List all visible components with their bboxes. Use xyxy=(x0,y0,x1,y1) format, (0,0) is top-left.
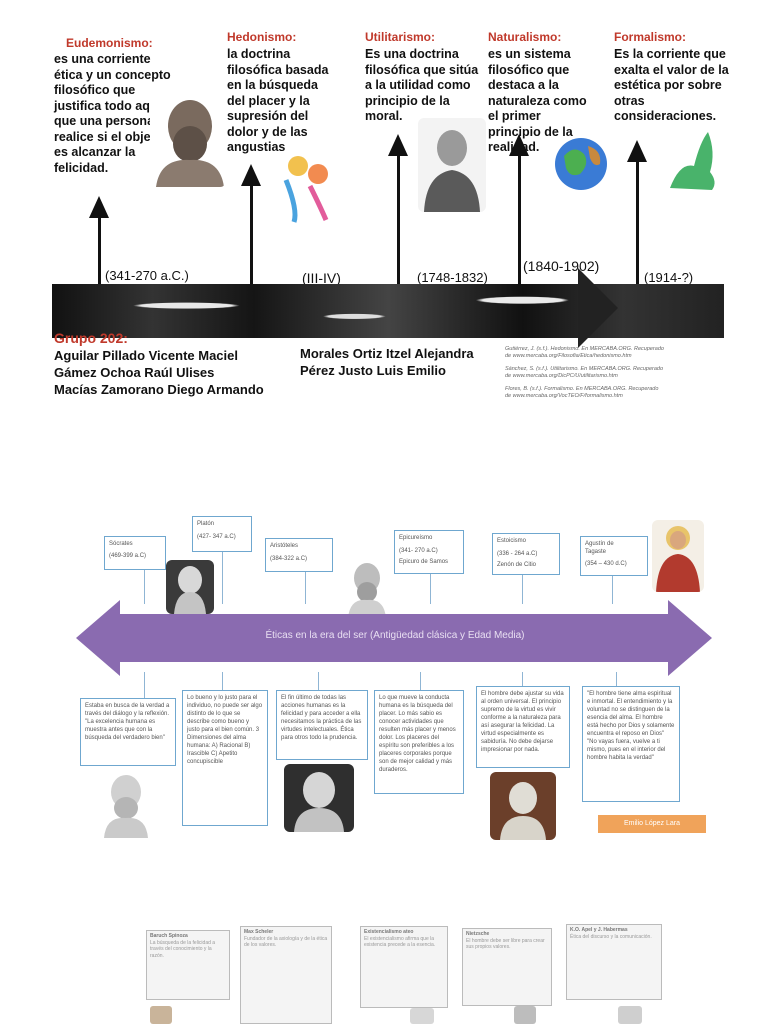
box-line: Estoicismo xyxy=(497,538,527,544)
date-label-1: (341-270 a.C.) xyxy=(105,268,189,283)
bottom-box-aristoteles: El fin último de todas las acciones huma… xyxy=(276,690,368,760)
bust-zenon-image xyxy=(490,772,556,840)
green-figure-image xyxy=(670,132,715,190)
faded-box-3: Existencialismo ateo El existencialismo … xyxy=(360,926,448,1008)
connector-line xyxy=(420,672,421,690)
faded-box-title: Baruch Spinoza xyxy=(150,933,188,939)
faded-portrait-image xyxy=(618,1006,642,1024)
box-line: Platón xyxy=(197,521,215,527)
timeline-band xyxy=(52,284,724,338)
connector-line xyxy=(522,575,523,604)
box-line: Epicureísmo xyxy=(399,535,433,541)
top-box-aristoteles: Aristóteles (384-322 a.C) xyxy=(265,538,333,572)
faded-box-1: Baruch Spinoza La búsqueda de la felicid… xyxy=(146,930,230,1000)
top-box-estoicismo: Estoicismo (336 - 264 a.C) Zenón de Citi… xyxy=(492,533,560,575)
bust-platon-image xyxy=(166,560,214,614)
faded-box-text: El hombre debe ser libre para crear sus … xyxy=(466,937,545,951)
faded-box-2: Max Scheler Fundador de la axiología y d… xyxy=(240,926,332,1024)
top-box-socrates: Sócrates (469-399 a.C) xyxy=(104,536,166,570)
bust-epicuro-image xyxy=(348,563,386,618)
top-box-platon: Platón (427- 347 a.C) xyxy=(192,516,252,552)
entry-text-eudemonismo: es una corriente ética y un concepto fil… xyxy=(54,52,180,175)
entry-text-naturalismo: es un sistema filosófico que destaca a l… xyxy=(488,47,587,154)
faded-box-title: Nietzsche xyxy=(466,931,490,937)
box-line: Sócrates xyxy=(109,541,133,547)
faded-box-5: K.O. Apel y J. Habermas Ética del discur… xyxy=(566,924,662,1000)
faded-portrait-image xyxy=(410,1008,434,1024)
box-line: (354 – 430 d.C) xyxy=(585,561,627,567)
members-left: Aguilar Pillado Vicente Maciel Gámez Och… xyxy=(54,347,264,398)
box-line: Epicuro de Samos xyxy=(399,559,449,565)
author-badge: Emilio López Lara xyxy=(598,815,706,833)
member-name: Macías Zamorano Diego Armando xyxy=(54,382,264,397)
date-label-3: (1748-1832) xyxy=(417,270,488,285)
connector-line xyxy=(144,672,145,698)
cartoon-figures-image xyxy=(283,156,329,223)
box-line: (427- 347 a.C) xyxy=(197,534,236,540)
entry-title-eudemonismo: Eudemonismo: xyxy=(66,36,153,50)
group-label: Grupo 202: xyxy=(54,330,128,346)
top-box-agustin: Agustín de Tagaste (354 – 430 d.C) xyxy=(580,536,648,576)
member-name: Morales Ortiz Itzel Alejandra xyxy=(300,346,474,361)
box-line: Aristóteles xyxy=(270,543,299,549)
connector-line xyxy=(612,576,613,604)
members-right: Morales Ortiz Itzel Alejandra Pérez Just… xyxy=(300,345,474,379)
faded-box-title: Max Scheler xyxy=(244,929,274,935)
entry-title-naturalismo: Naturalismo: xyxy=(488,30,562,44)
connector-line xyxy=(222,552,223,604)
box-line: (469-399 a.C) xyxy=(109,553,147,559)
reference-item: Flores, B. (s.f.). Formalismo. En MERCAB… xyxy=(505,386,659,399)
member-name: Pérez Justo Luis Emilio xyxy=(300,363,446,378)
reference-item: Sánchez, S. (s.f.). Utilitarismo. En MER… xyxy=(505,366,664,379)
faded-portrait-image xyxy=(150,1006,172,1024)
bottom-box-estoicismo: El hombre debe ajustar su vida al orden … xyxy=(476,686,570,768)
reference-item: Gutiérrez, J. (s.f.). Hedonismo. En MERC… xyxy=(505,346,664,359)
connector-line xyxy=(318,672,319,690)
connector-line xyxy=(616,672,617,686)
box-line: (341- 270 a.C) xyxy=(399,548,438,554)
connector-line xyxy=(522,672,523,686)
entry-title-hedonismo: Hedonismo: xyxy=(227,30,297,44)
entry-title-utilitarismo: Utilitarismo: xyxy=(365,30,436,44)
bust-socrates-image xyxy=(104,775,148,838)
faded-box-text: El existencialismo afirma que la existen… xyxy=(364,935,436,949)
bottom-box-platon: Lo bueno y lo justo para el individuo, n… xyxy=(182,690,268,826)
references: Gutiérrez, J. (s.f.). Hedonismo. En MERC… xyxy=(505,346,665,400)
bottom-box-socrates: Estaba en busca de la verdad a través de… xyxy=(80,698,176,766)
entry-text-utilitarismo: Es una doctrina filosófica que sitúa a l… xyxy=(365,47,479,123)
top-box-epicureismo: Epicureísmo (341- 270 a.C) Epicuro de Sa… xyxy=(394,530,464,574)
entry-title-formalismo: Formalismo: xyxy=(614,30,687,44)
connector-line xyxy=(144,570,145,604)
connector-line xyxy=(305,572,306,604)
faded-box-text: Fundador de la axiología y de la ética d… xyxy=(244,935,328,949)
era-label: Éticas en la era del ser (Antigüedad clá… xyxy=(265,630,525,641)
timeline-band-arrowhead xyxy=(578,268,618,348)
earth-globe-image xyxy=(555,138,607,190)
box-line: (384-322 a.C) xyxy=(270,556,308,562)
box-line: Zenón de Citio xyxy=(497,562,537,568)
era-double-arrow xyxy=(76,600,712,676)
member-name: Gámez Ochoa Raúl Ulises xyxy=(54,365,215,380)
faded-box-text: Ética del discurso y la comunicación. xyxy=(570,933,652,940)
date-label-2: (III-IV) xyxy=(302,270,341,286)
faded-box-text: La búsqueda de la felicidad a través del… xyxy=(150,939,216,959)
saint-agustin-image xyxy=(652,520,704,592)
faded-box-title: K.O. Apel y J. Habermas xyxy=(570,927,628,933)
bust-portrait-image xyxy=(150,92,226,187)
bottom-box-agustin: "El hombre tiene alma espiritual e inmor… xyxy=(582,686,680,802)
box-line: Agustín de Tagaste xyxy=(585,541,614,555)
connector-line xyxy=(430,574,431,604)
bust-aristoteles-image xyxy=(284,764,354,832)
entry-text-hedonismo: la doctrina filosófica basada en la búsq… xyxy=(227,47,329,154)
entry-text-formalismo: Es la corriente que exalta el valor de l… xyxy=(614,47,729,123)
faded-box-4: Nietzsche El hombre debe ser libre para … xyxy=(462,928,552,1006)
engraved-portrait-image xyxy=(418,118,486,212)
member-name: Aguilar Pillado Vicente Maciel xyxy=(54,348,238,363)
date-label-5: (1914-?) xyxy=(644,270,694,285)
faded-box-title: Existencialismo ateo xyxy=(364,929,414,935)
box-line: (336 - 264 a.C) xyxy=(497,551,538,557)
connector-line xyxy=(222,672,223,690)
bottom-box-epicureismo: Lo que mueve la conducta humana es la bú… xyxy=(374,690,464,794)
faded-portrait-image xyxy=(514,1006,536,1024)
